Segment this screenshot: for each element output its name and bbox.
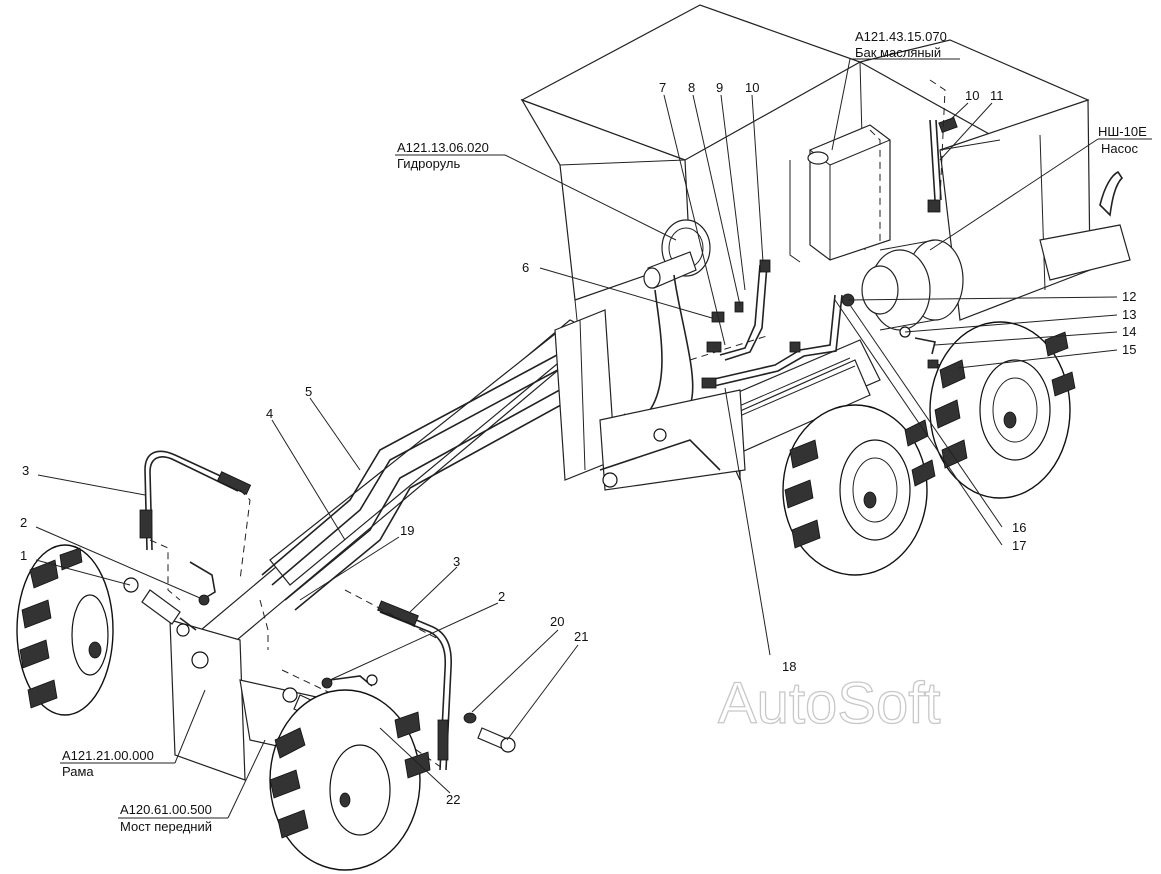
steering-name: Гидроруль [397,156,461,171]
callout-3-right: 3 [453,554,460,569]
axle-code: А120.61.00.500 [120,802,212,817]
callout-2-left: 2 [20,515,27,530]
callout-6: 6 [522,260,529,275]
pipe-2-left [189,561,216,606]
wheel-front-left [16,544,114,716]
reference-labels: А121.43.15.070 Бак масляный А121.13.06.0… [62,29,1147,834]
callout-2-right: 2 [498,589,505,604]
callout-20: 20 [550,614,564,629]
pump-code: НШ-10Е [1098,124,1147,139]
callout-15: 15 [1122,342,1136,357]
hose-front-right [377,600,453,771]
leader-lines [35,58,1152,819]
callout-19: 19 [400,523,414,538]
hose-front-left [139,450,252,551]
frame-code: А121.21.00.000 [62,748,154,763]
watermark: AutoSoft [718,671,940,736]
callout-22: 22 [446,792,460,807]
callout-18: 18 [782,659,796,674]
callout-21: 21 [574,629,588,644]
wheel-front-right [269,689,431,871]
bolt-and-washer [463,712,516,753]
pump-name: Насос [1101,141,1138,156]
callout-9: 9 [716,80,723,95]
pipes-centre [701,117,958,389]
frame-name: Рама [62,764,94,779]
callout-17: 17 [1012,538,1026,553]
callout-11: 11 [990,88,1004,103]
oil-tank-name: Бак масляный [855,45,941,60]
oil-tank [789,124,891,263]
wheel-rear-back [929,321,1076,499]
steering-code: А121.13.06.020 [397,140,489,155]
callout-8: 8 [688,80,695,95]
dashed-lines [149,79,946,771]
callout-numbers: 1 2 3 4 5 19 3 2 20 21 22 18 6 7 8 9 10 … [20,80,1136,807]
steering-cylinder-left [123,577,197,637]
front-frame-beams [193,309,746,651]
callout-7: 7 [659,80,666,95]
wheel-rear-front [782,404,936,576]
callout-4: 4 [266,406,273,421]
callout-5: 5 [305,384,312,399]
hydraulic-pump [841,239,964,331]
axle-name: Мост передний [120,819,212,834]
callout-3-left: 3 [22,463,29,478]
callout-10-upper: 10 [745,80,759,95]
callout-10-right: 10 [965,88,979,103]
callout-13: 13 [1122,307,1136,322]
callout-16: 16 [1012,520,1026,535]
oil-tank-code: А121.43.15.070 [855,29,947,44]
engine-hood [858,39,1131,321]
pipe-2-right [321,674,378,689]
callout-12: 12 [1122,289,1136,304]
callout-1: 1 [20,548,27,563]
callout-14: 14 [1122,324,1136,339]
